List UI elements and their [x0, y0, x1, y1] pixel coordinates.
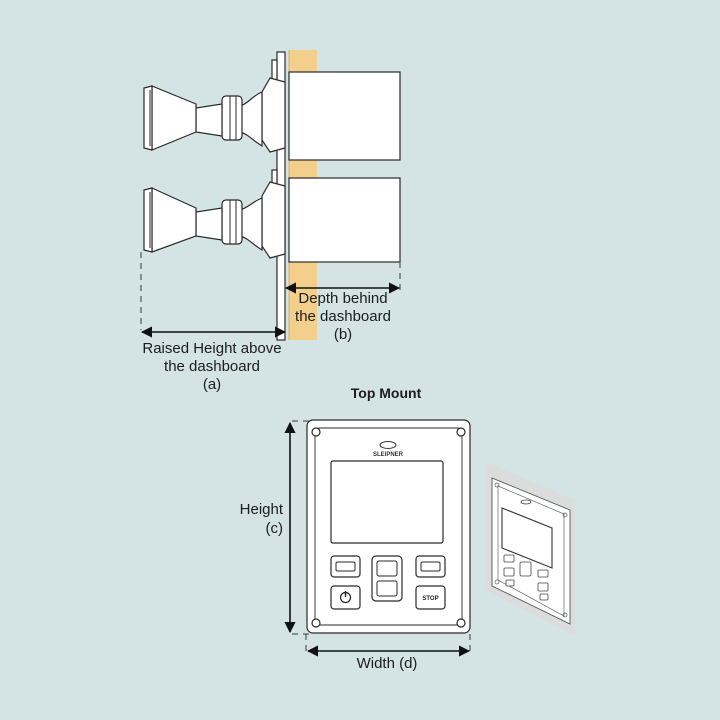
display-screen — [330, 460, 444, 544]
control-unit-upper — [143, 71, 401, 161]
top-mount-title: Top Mount — [351, 385, 422, 401]
soft-key-left — [330, 555, 361, 578]
raised-label-line1: Raised Height above — [142, 340, 281, 357]
stop-button-label: STOP — [422, 596, 438, 602]
screw-icon — [311, 427, 321, 437]
control-unit-lower — [143, 177, 401, 263]
perspective-mount-preview — [486, 462, 575, 636]
top-mount-panel: SLEIPNER STOP — [306, 419, 471, 634]
preview-screen — [501, 507, 553, 569]
depth-label-line3: (b) — [334, 326, 352, 343]
stop-button — [415, 585, 446, 610]
brand-name: SLEIPNER — [373, 452, 404, 458]
raised-label-line2: the dashboard — [164, 358, 260, 375]
depth-label-line2: the dashboard — [295, 308, 391, 325]
side-view-illustration — [140, 50, 401, 341]
screw-icon — [456, 427, 466, 437]
power-button — [330, 585, 361, 610]
soft-key-right — [415, 555, 446, 578]
rocker-button — [371, 555, 403, 602]
raised-label-line3: (a) — [203, 376, 221, 393]
height-label: Height — [240, 501, 284, 518]
screw-icon — [311, 618, 321, 628]
width-label: Width (d) — [357, 655, 418, 672]
height-code-label: (c) — [266, 520, 284, 537]
sleipner-logo-icon — [379, 441, 397, 449]
depth-label-line1: Depth behind — [298, 290, 387, 307]
screw-icon — [456, 618, 466, 628]
